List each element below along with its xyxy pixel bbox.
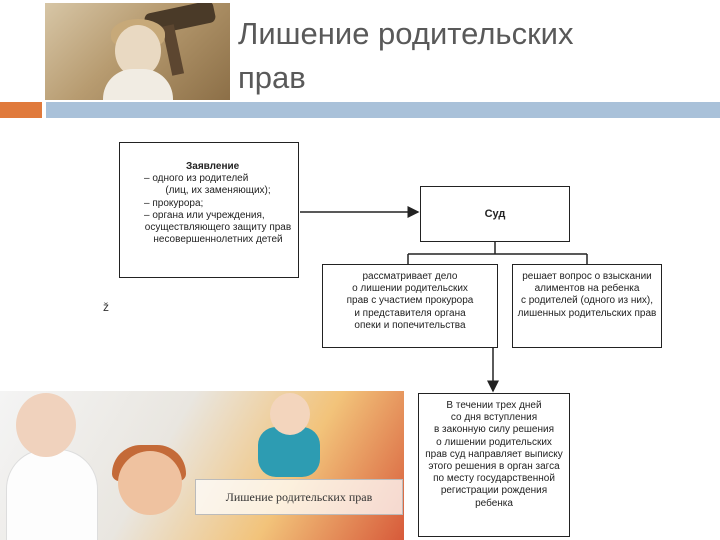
header-photo (45, 3, 230, 100)
extract-line: по месту государственной (433, 473, 555, 485)
statement-line: – одного из родителей (144, 173, 249, 185)
bottom-photo: Лишение родительских прав (0, 391, 404, 540)
statement-title: Заявление (186, 161, 240, 172)
consider-line: прав с участием прокурора (346, 295, 474, 307)
alimony-box: решает вопрос о взыскании алиментов на р… (512, 264, 662, 348)
alimony-line: лишенных родительских прав (517, 307, 657, 319)
toddler-face-shape (270, 393, 310, 435)
extract-line: этого решения в орган загса (428, 461, 560, 473)
statement-line: несовершеннолетних детей (153, 234, 283, 246)
child-face-shape (115, 25, 161, 77)
accent-bar-blue (46, 102, 720, 118)
statement-line: – прокурора; (144, 197, 204, 209)
photo-caption: Лишение родительских прав (195, 479, 403, 515)
consider-line: о лишении родительских (352, 283, 468, 295)
crying-baby-body-shape (6, 449, 98, 540)
woman-face-shape (118, 451, 182, 515)
statement-box: Заявление – одного из родителей (лиц, их… (119, 142, 299, 278)
extract-line: о лишении родительских (436, 436, 552, 448)
extract-line: прав суд направляет выписку (425, 448, 563, 460)
extract-line: в законную силу решения (433, 424, 555, 436)
consider-line: и представителя органа (354, 307, 466, 319)
extract-line: ребенка (475, 497, 513, 509)
extract-line: В течении трех дней (446, 400, 542, 411)
extract-line: со дня вступления (450, 412, 538, 424)
alimony-line: с родителей (одного из них), (520, 295, 654, 307)
statement-line: – органа или учреждения, (144, 209, 265, 221)
statement-line: (лиц, их заменяющих); (165, 185, 271, 197)
title-line-1: Лишение родительских (238, 16, 574, 51)
extract-box: В течении трех дней со дня вступления в … (418, 393, 570, 537)
tiny-mark: ž (103, 300, 109, 314)
title-line-2: прав (238, 60, 306, 95)
court-label: Суд (484, 207, 506, 220)
consider-line: опеки и попечительства (354, 319, 466, 331)
alimony-line: решает вопрос о взыскании (522, 271, 652, 282)
crying-baby-face-shape (16, 393, 76, 457)
statement-line: осуществляющего защиту прав (144, 222, 292, 234)
court-box: Суд (420, 186, 570, 242)
toddler-body-shape (258, 427, 320, 477)
page-title: Лишение родительских прав (238, 12, 708, 100)
alimony-line: алиментов на ребенка (534, 283, 640, 295)
consider-box: рассматривает дело о лишении родительски… (322, 264, 498, 348)
accent-bar-orange (0, 102, 42, 118)
extract-line: регистрации рождения (440, 485, 548, 497)
consider-line: рассматривает дело (362, 271, 458, 282)
